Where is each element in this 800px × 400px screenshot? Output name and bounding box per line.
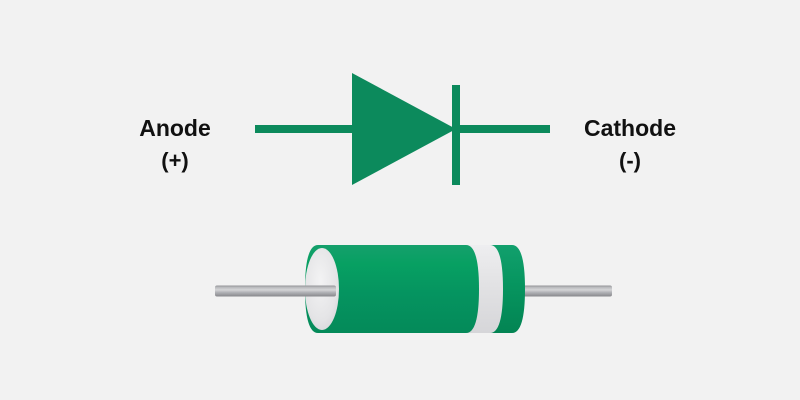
symbol-cathode-bar-icon [452,85,460,185]
cathode-label: Cathode (-) [530,112,730,177]
cathode-label-name: Cathode [584,115,676,141]
component-body-cylinder [305,245,479,333]
component-right-end-cap [487,245,525,333]
symbol-cathode-lead-icon [455,125,550,133]
anode-label-polarity: (+) [161,148,189,174]
anode-label-name: Anode [139,115,211,141]
component-cathode-band [462,245,503,333]
symbol-anode-lead-icon [255,125,358,133]
component-left-lead-stub [300,285,336,297]
symbol-anode-triangle-icon [352,73,456,185]
component-right-lead-wire [500,285,612,297]
cathode-label-polarity: (-) [619,148,641,174]
anode-label: Anode (+) [75,112,275,177]
